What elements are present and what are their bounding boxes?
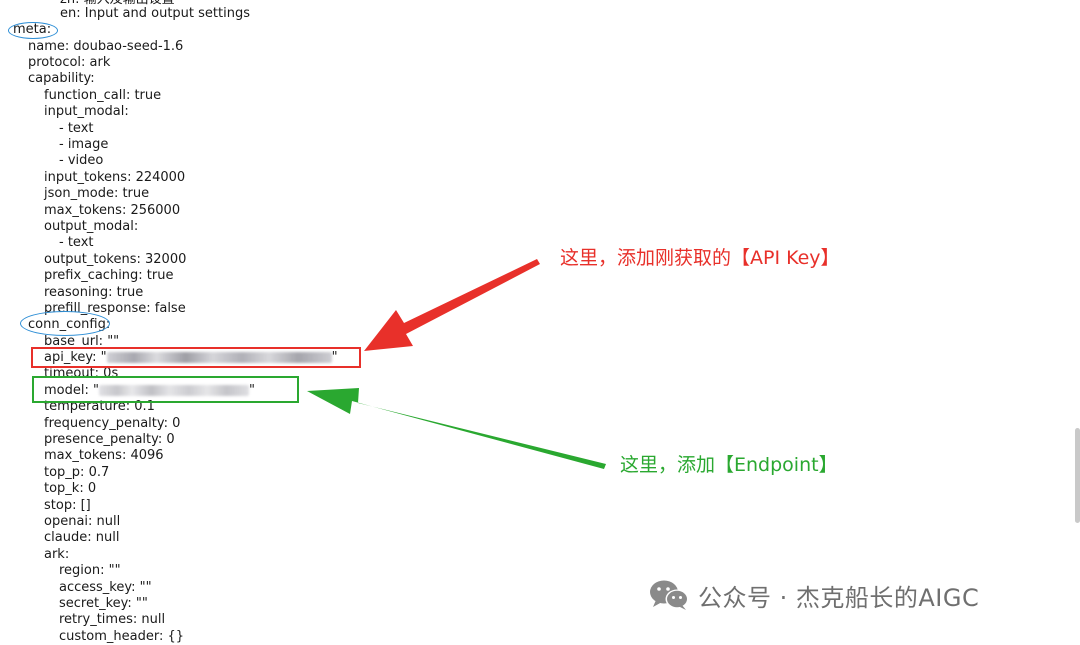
yaml-line-en: en: Input and output settings (60, 6, 250, 21)
yaml-line-stop: stop: [] (44, 498, 91, 513)
yaml-line-region: region: "" (59, 563, 121, 578)
yaml-line-custom-header: custom_header: {} (59, 629, 184, 644)
yaml-item-output-text: - text (59, 235, 94, 250)
yaml-line-access-key: access_key: "" (59, 580, 152, 595)
watermark: 公众号 · 杰克船长的AIGC (648, 578, 979, 612)
conn-config-highlight-ellipse (20, 311, 110, 336)
api-key-annotation: 这里，添加刚获取的【API Key】 (560, 247, 840, 269)
yaml-line-reasoning: reasoning: true (44, 285, 144, 300)
yaml-line-retry-times: retry_times: null (59, 612, 166, 627)
api-key-redacted-value (106, 352, 332, 363)
yaml-item-video: - video (59, 153, 104, 168)
model-label: model: " (44, 383, 99, 398)
yaml-line-max-tokens: max_tokens: 256000 (44, 203, 181, 218)
meta-highlight-ellipse (8, 22, 58, 39)
yaml-line-model[interactable]: model: " " (44, 383, 255, 399)
yaml-line-output-tokens: output_tokens: 32000 (44, 252, 187, 267)
yaml-line-top-k: top_k: 0 (44, 481, 97, 496)
yaml-line-api-key[interactable]: api_key: " " (44, 350, 338, 366)
yaml-line-top-p: top_p: 0.7 (44, 465, 110, 480)
yaml-line-zh: zh: 输入及输出设置 (60, 0, 175, 8)
yaml-item-text: - text (59, 121, 94, 136)
api-key-highlight-box (31, 347, 361, 368)
yaml-item-image: - image (59, 137, 109, 152)
yaml-line-presence-penalty: presence_penalty: 0 (44, 432, 175, 447)
api-key-closing-quote: " (331, 350, 338, 365)
yaml-line-protocol: protocol: ark (28, 55, 111, 70)
model-redacted-value (98, 385, 249, 396)
yaml-line-input-tokens: input_tokens: 224000 (44, 170, 186, 185)
watermark-text: 公众号 · 杰克船长的AIGC (698, 583, 980, 612)
yaml-line-function-call: function_call: true (44, 88, 162, 103)
yaml-line-secret-key: secret_key: "" (59, 596, 148, 611)
model-highlight-box (32, 376, 299, 403)
wechat-icon (650, 580, 689, 610)
yaml-line-conn-max-tokens: max_tokens: 4096 (44, 448, 164, 463)
yaml-key-output-modal: output_modal: (44, 219, 139, 234)
endpoint-annotation: 这里，添加【Endpoint】 (620, 454, 838, 476)
yaml-line-name: name: doubao-seed-1.6 (28, 39, 184, 54)
yaml-line-base-url: base_url: "" (44, 334, 120, 349)
yaml-line-openai: openai: null (44, 514, 121, 529)
yaml-line-claude: claude: null (44, 530, 120, 545)
yaml-key-input-modal: input_modal: (44, 104, 129, 119)
api-key-label: api_key: " (44, 350, 107, 365)
yaml-key-capability: capability: (28, 71, 95, 86)
yaml-line-json-mode: json_mode: true (44, 186, 150, 201)
model-closing-quote: " (248, 383, 255, 398)
yaml-line-frequency-penalty: frequency_penalty: 0 (44, 416, 181, 431)
vertical-scrollbar[interactable] (1075, 428, 1080, 523)
yaml-line-prefix-caching: prefix_caching: true (44, 268, 174, 283)
yaml-key-ark: ark: (44, 547, 70, 562)
